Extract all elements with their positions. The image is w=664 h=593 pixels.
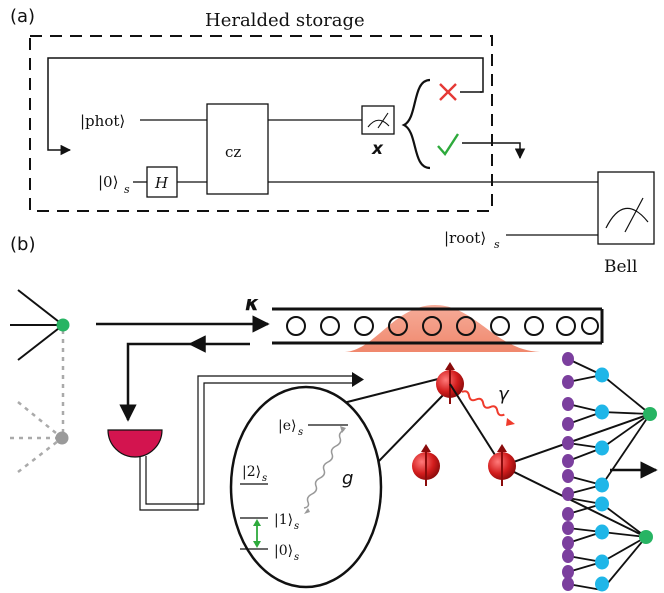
panel-a: (a) Heralded storage |phot⟩ |0⟩ s H cz x [10, 6, 655, 277]
gamma-label: γ [498, 384, 510, 405]
feedforward-arrowhead [352, 372, 364, 387]
zoom-ellipse [229, 385, 383, 589]
panel-b-label: (b) [10, 234, 35, 255]
classical-feedforward [139, 375, 352, 511]
hadamard-label: H [154, 174, 169, 192]
cz-label: cz [225, 143, 241, 161]
qubit-transition-arrow [253, 519, 261, 548]
level-diagram: |e⟩ s |2⟩ s |1⟩ s |0⟩ s g [240, 418, 353, 563]
meter-needle-icon [377, 112, 389, 129]
partial-graph-top [10, 289, 70, 432]
cz-gate [206, 103, 269, 195]
partial-graph-bottom [10, 401, 69, 473]
graph-purple-leaves [562, 352, 574, 591]
graph-state-tree [567, 358, 651, 591]
green-node [56, 318, 70, 332]
bell-label: Bell [604, 257, 637, 277]
root-state-sub: s [494, 238, 500, 251]
failure-cross-icon [439, 83, 457, 101]
edge-to-green-bottom [501, 465, 647, 538]
level-1-label: |1⟩ [274, 512, 293, 528]
level-2-label: |2⟩ [242, 464, 261, 480]
level-e-sub: s [298, 427, 303, 438]
level-e-label: |e⟩ [278, 418, 296, 434]
heralded-storage-box [29, 35, 493, 212]
to-detector-arrow [119, 342, 190, 422]
meter-arc-icon [367, 119, 390, 128]
panel-a-label: (a) [10, 6, 35, 27]
hadamard-gate [146, 166, 178, 198]
graph-green-root-top [643, 407, 657, 421]
level-0-label: |0⟩ [274, 543, 293, 559]
emission-arrowhead [506, 418, 515, 426]
coupling-arrow-top [340, 426, 346, 433]
measure-basis-label: x [371, 139, 384, 159]
success-check-icon [437, 133, 460, 156]
heralded-storage-title: Heralded storage [205, 10, 365, 31]
panel-b: (b) κ [10, 234, 658, 592]
level-0-sub: s [294, 552, 299, 563]
edge-top-right [449, 383, 503, 467]
success-arrow [462, 142, 526, 160]
zoom-line-bottom [377, 391, 447, 463]
photon-pulse [345, 305, 540, 352]
qubit-right [488, 444, 516, 486]
gray-node [55, 431, 69, 445]
atom-array [286, 316, 599, 336]
feedback-loop-arrow [47, 57, 484, 156]
outcome-brace [401, 78, 431, 170]
qubit-middle [412, 444, 440, 486]
coupling-wave [303, 429, 345, 509]
bell-meter-arc-icon [605, 207, 649, 229]
input-zero-sub: s [124, 183, 130, 196]
bell-meter-needle-icon [624, 197, 644, 233]
coupling-arrow-bottom [304, 508, 310, 514]
graph-green-root-bottom [639, 530, 653, 544]
input-phot-label: |phot⟩ [80, 112, 125, 130]
coupling-label: g [342, 468, 353, 489]
input-zero-label: |0⟩ [98, 173, 118, 191]
edge-to-green-top [501, 413, 651, 467]
emission-wave [461, 390, 505, 417]
cavity [272, 305, 604, 352]
kappa-label: κ [245, 291, 259, 315]
root-state-label: |root⟩ [444, 229, 486, 247]
graph-cyan-nodes [595, 367, 609, 592]
level-2-sub: s [262, 473, 267, 484]
level-1-sub: s [294, 521, 299, 532]
photodetector [107, 429, 163, 458]
